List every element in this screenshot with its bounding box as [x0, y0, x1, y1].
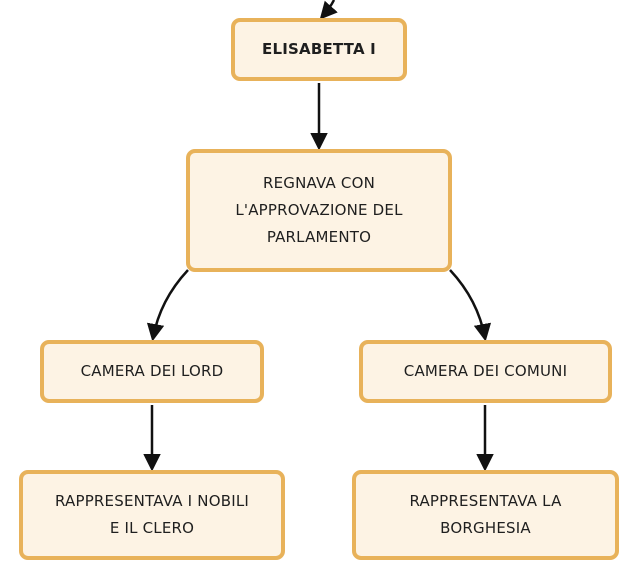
- node-camera-dei-lord[interactable]: CAMERA DEI LORD: [40, 340, 264, 403]
- node-borghesia[interactable]: RAPPRESENTAVA LA BORGHESIA: [352, 470, 619, 560]
- node-elisabetta-label: ELISABETTA I: [262, 40, 376, 58]
- edge-regnava-to-comuni: [449, 269, 492, 342]
- node-regnava-label: REGNAVA CON L'APPROVAZIONE DEL PARLAMENT…: [235, 174, 403, 246]
- node-camera-dei-lord-label: CAMERA DEI LORD: [80, 362, 224, 380]
- node-nobili-clero-label: RAPPRESENTAVA I NOBILI E IL CLERO: [54, 492, 250, 537]
- node-camera-dei-comuni-label: CAMERA DEI COMUNI: [403, 362, 568, 380]
- node-nobili-clero[interactable]: RAPPRESENTAVA I NOBILI E IL CLERO: [19, 470, 285, 560]
- edge-above-to-root: [319, 0, 338, 20]
- edge-regnava-to-lord: [146, 269, 189, 342]
- node-elisabetta[interactable]: ELISABETTA I: [231, 18, 407, 81]
- node-regnava[interactable]: REGNAVA CON L'APPROVAZIONE DEL PARLAMENT…: [186, 149, 452, 272]
- node-camera-dei-comuni[interactable]: CAMERA DEI COMUNI: [359, 340, 612, 403]
- node-borghesia-label: RAPPRESENTAVA LA BORGHESIA: [409, 492, 562, 537]
